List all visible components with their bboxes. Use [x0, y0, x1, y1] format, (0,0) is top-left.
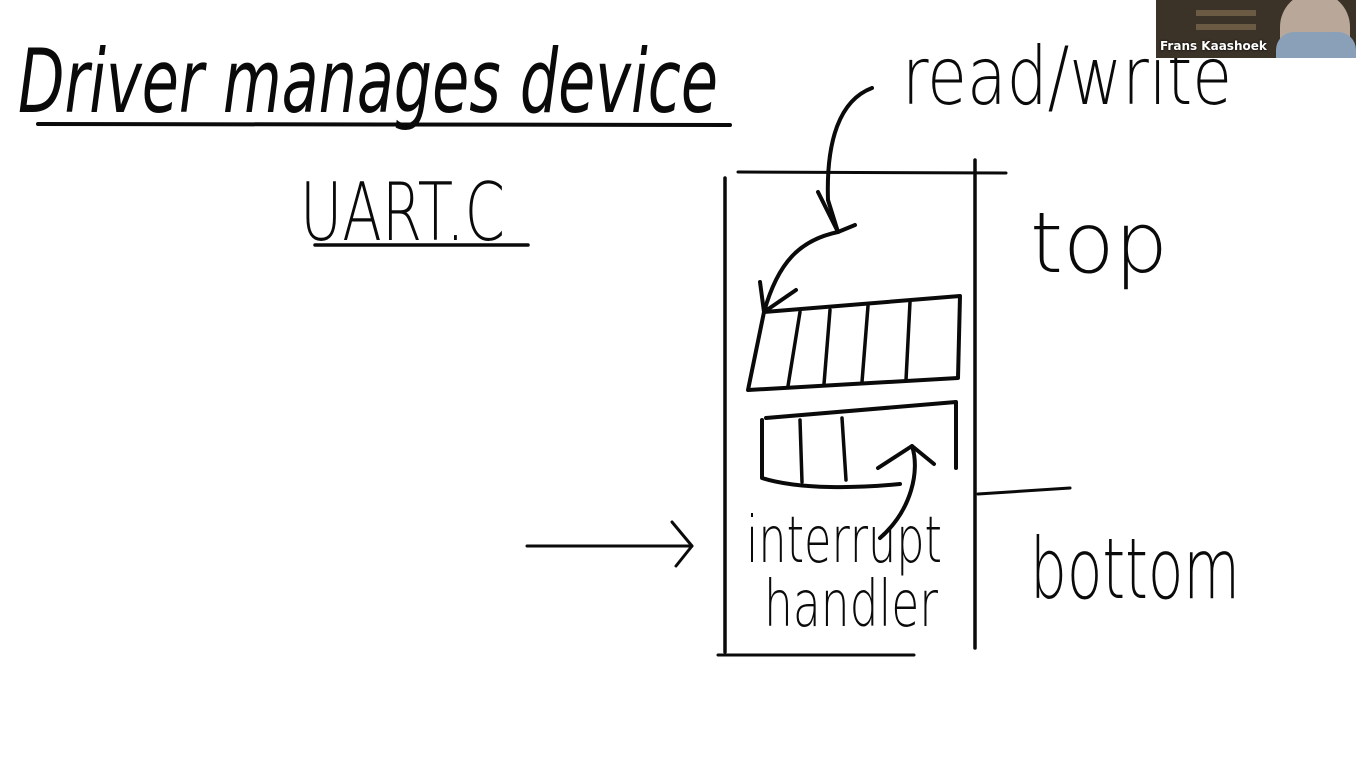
background-shelf	[1196, 24, 1256, 30]
buffer-insert-arrowhead	[758, 280, 798, 314]
background-shelf	[1196, 10, 1256, 16]
interrupt-arrow	[878, 444, 917, 540]
buffer-insert-arrow	[762, 230, 840, 314]
bottom-buffer	[760, 400, 958, 490]
interrupt-handler-line1: interrupt	[746, 504, 942, 578]
top-buffer-slot-3	[860, 304, 870, 384]
interrupt-handler-line2: handler	[764, 568, 938, 642]
top-bottom-divider	[976, 486, 1072, 496]
participant-name: Frans Kaashoek	[1160, 39, 1267, 53]
device-interrupt-arrowhead	[670, 520, 694, 568]
participant-video-tile[interactable]: Frans Kaashoek	[1156, 0, 1356, 58]
driver-box-top	[736, 170, 1008, 175]
top-buffer-slot-2	[822, 308, 832, 386]
title-text: Driver manages device	[18, 30, 718, 133]
interrupt-arrowhead	[876, 444, 936, 470]
top-buffer-slot-4	[904, 300, 912, 382]
title-underline	[36, 122, 732, 127]
bottom-buffer-slot-2	[840, 416, 848, 482]
participant-shirt	[1276, 32, 1356, 58]
top-buffer	[746, 294, 962, 392]
top-label: top	[1030, 194, 1168, 292]
top-buffer-slot-1	[786, 310, 802, 388]
bottom-buffer-slot-1	[798, 418, 804, 484]
read-write-arrowhead	[816, 190, 857, 234]
read-write-arrow	[825, 86, 874, 234]
bottom-label: bottom	[1030, 520, 1240, 618]
